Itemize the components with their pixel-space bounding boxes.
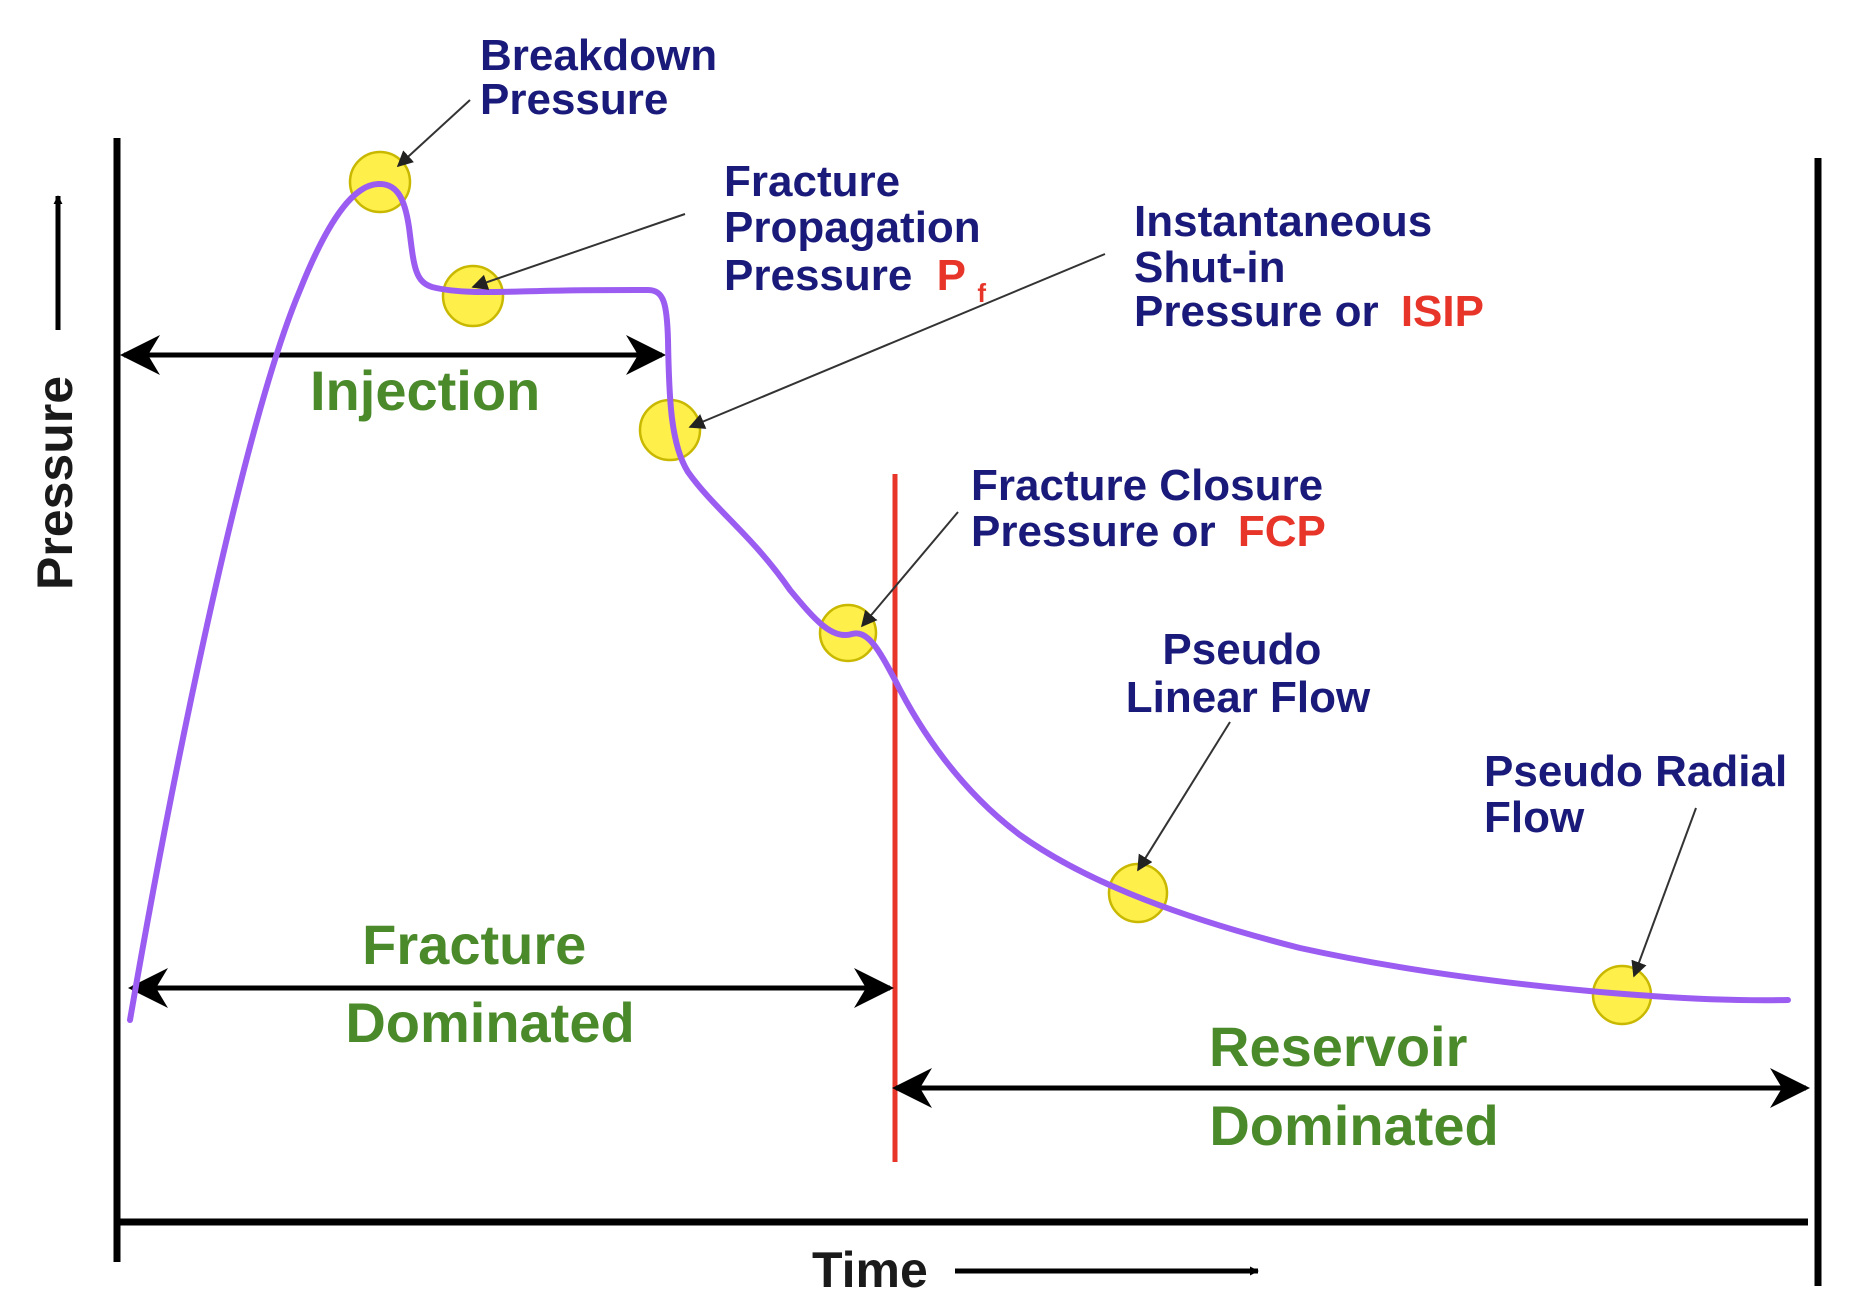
breakdown-label: Breakdown Pressure xyxy=(480,31,729,124)
y-axis-title: Pressure xyxy=(27,376,83,590)
linear-flow-leader xyxy=(1137,721,1231,872)
fracture-dominated-label: Fracture Dominated xyxy=(345,913,634,1054)
propagation-label: Fracture Propagation Pressure P f xyxy=(724,157,993,308)
propagation-marker xyxy=(441,264,505,328)
reservoir-dominated-label: Reservoir Dominated xyxy=(1209,1015,1499,1157)
fcp-leader xyxy=(860,511,959,628)
isip-label: Instantaneous Shut-in Pressure or ISIP xyxy=(1134,197,1484,336)
isip-leader xyxy=(688,253,1106,429)
x-axis-title: Time xyxy=(812,1242,928,1298)
fcp-label: Fracture Closure Pressure or FCP xyxy=(971,461,1335,556)
linear-flow-label: Pseudo Linear Flow xyxy=(1126,625,1371,722)
radial-flow-leader xyxy=(1631,807,1697,978)
propagation-leader xyxy=(471,213,686,290)
linear-flow-marker xyxy=(1107,862,1169,924)
breakdown-leader xyxy=(396,99,471,168)
radial-flow-label: Pseudo Radial Flow xyxy=(1484,747,1799,842)
pressure-curve xyxy=(127,181,1791,1023)
injection-region-label: Injection xyxy=(310,359,540,422)
